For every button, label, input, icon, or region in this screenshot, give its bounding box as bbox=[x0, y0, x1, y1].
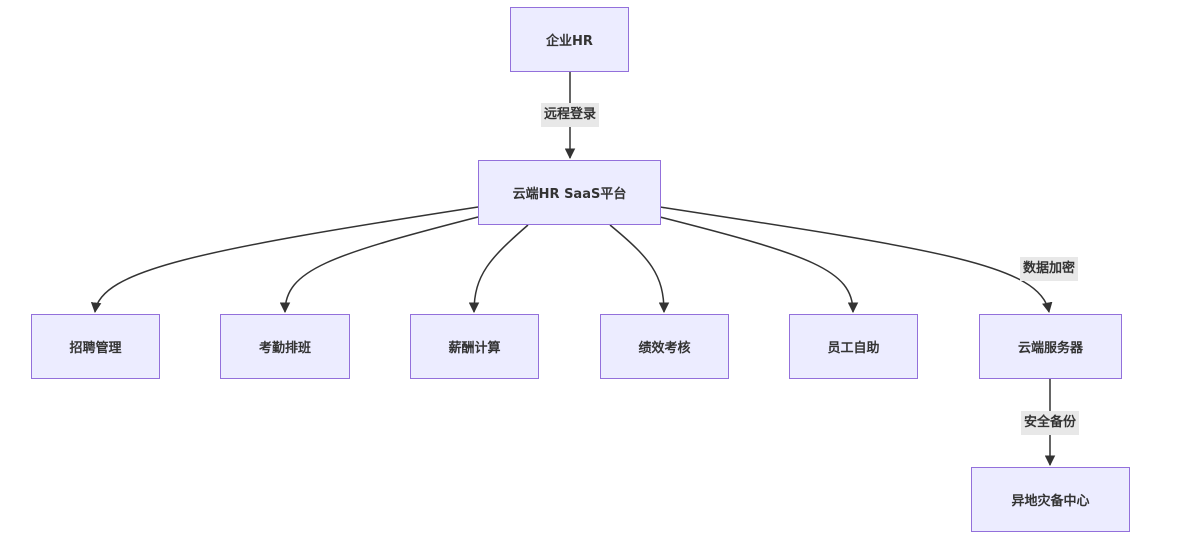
node-label: 考勤排班 bbox=[258, 341, 311, 356]
node-label: 云端服务器 bbox=[1017, 341, 1083, 356]
node-label: 员工自助 bbox=[827, 341, 880, 356]
edge-saas-to-payroll bbox=[468, 224, 529, 314]
edge-saas-to-recruitment bbox=[90, 206, 479, 314]
node-dr-center[interactable]: 异地灾备中心 bbox=[971, 467, 1130, 532]
node-label: 云端HR SaaS平台 bbox=[512, 187, 627, 202]
node-performance[interactable]: 绩效考核 bbox=[600, 314, 729, 379]
node-label: 企业HR bbox=[546, 34, 593, 49]
edge-saas-to-performance bbox=[609, 224, 670, 314]
node-self-service[interactable]: 员工自助 bbox=[789, 314, 918, 379]
edge-label-secure-backup: 安全备份 bbox=[1020, 411, 1080, 435]
node-label: 异地灾备中心 bbox=[1011, 494, 1090, 509]
edge-label-remote-login: 远程登录 bbox=[540, 103, 600, 127]
node-label: 绩效考核 bbox=[638, 341, 691, 356]
node-recruitment[interactable]: 招聘管理 bbox=[31, 314, 160, 379]
edge-saas-to-cloud-server bbox=[659, 206, 1053, 314]
edge-label-data-encryption: 数据加密 bbox=[1019, 257, 1079, 281]
node-payroll[interactable]: 薪酬计算 bbox=[410, 314, 539, 379]
edge-saas-to-self-service bbox=[659, 216, 859, 314]
node-label: 薪酬计算 bbox=[448, 341, 501, 356]
node-enterprise-hr[interactable]: 企业HR bbox=[510, 7, 629, 72]
node-saas-platform[interactable]: 云端HR SaaS平台 bbox=[478, 160, 661, 225]
node-cloud-server[interactable]: 云端服务器 bbox=[979, 314, 1122, 379]
node-label: 招聘管理 bbox=[69, 341, 122, 356]
node-attendance[interactable]: 考勤排班 bbox=[220, 314, 350, 379]
edge-saas-to-attendance bbox=[279, 216, 479, 314]
